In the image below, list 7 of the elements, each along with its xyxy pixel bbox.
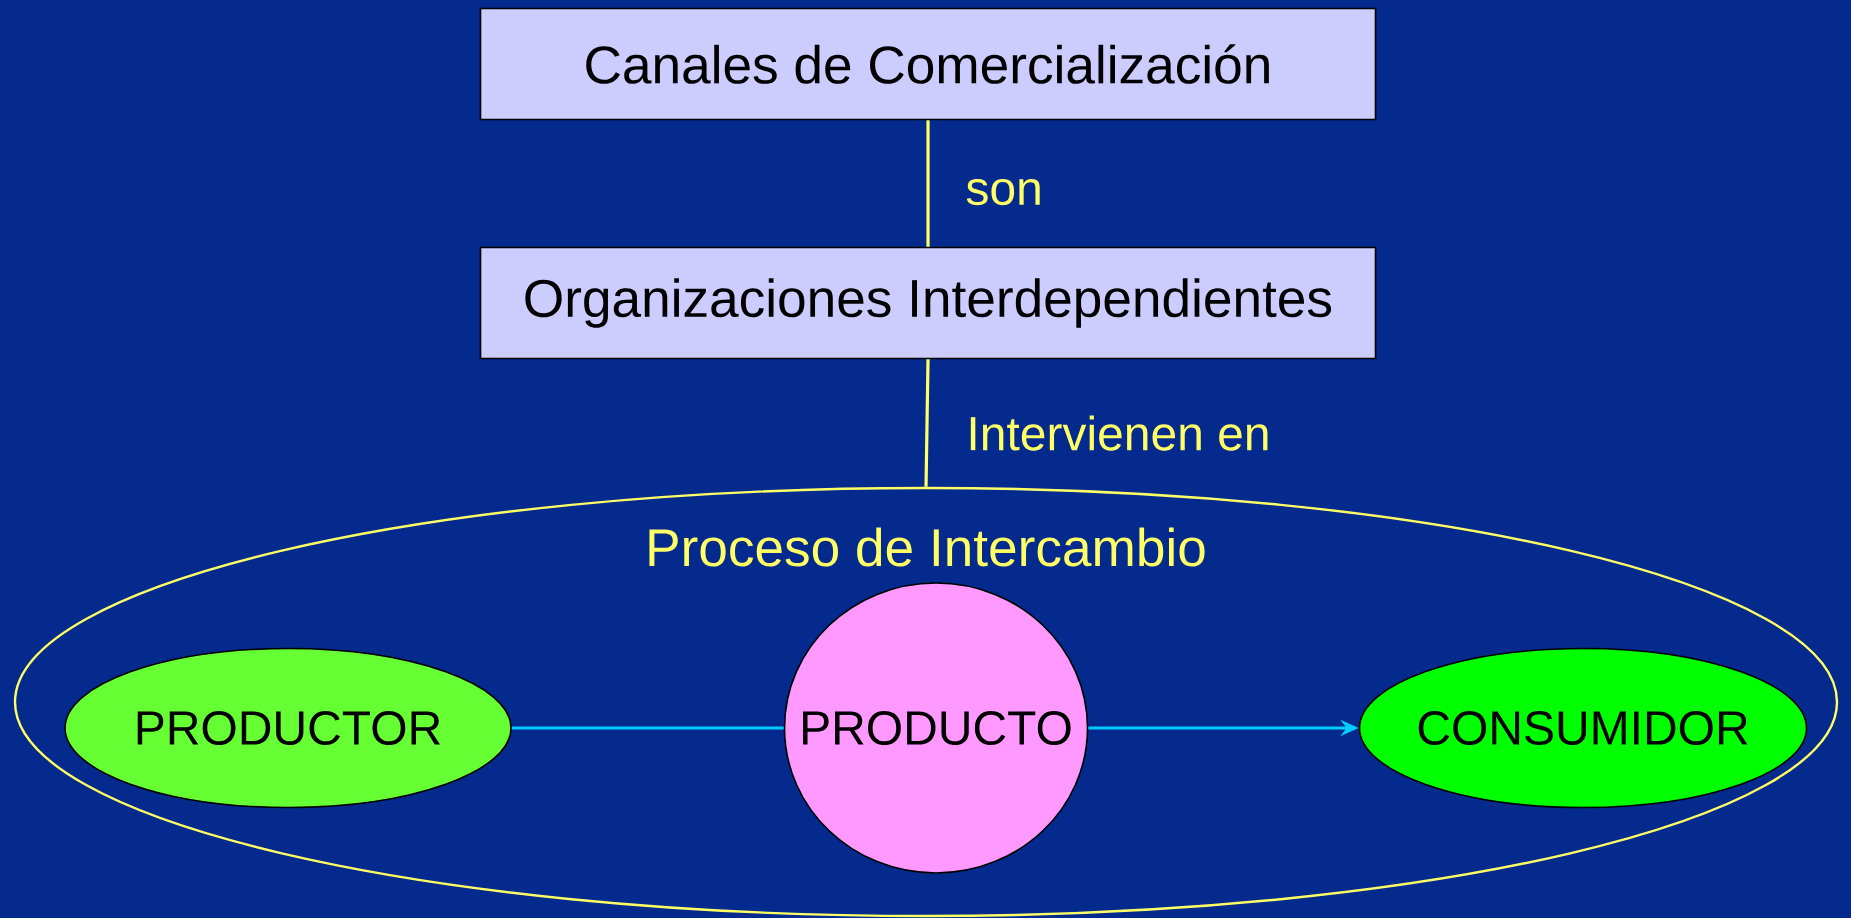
connector-line bbox=[926, 120, 930, 247]
concept-box: Canales de Comercialización bbox=[479, 7, 1377, 121]
connector-line bbox=[924, 359, 930, 487]
edge-label: son bbox=[966, 178, 1040, 206]
connector-line bbox=[511, 726, 784, 730]
concept-box: Organizaciones Interdependientes bbox=[479, 246, 1377, 360]
edge-label: Intervienen en bbox=[970, 415, 1268, 451]
